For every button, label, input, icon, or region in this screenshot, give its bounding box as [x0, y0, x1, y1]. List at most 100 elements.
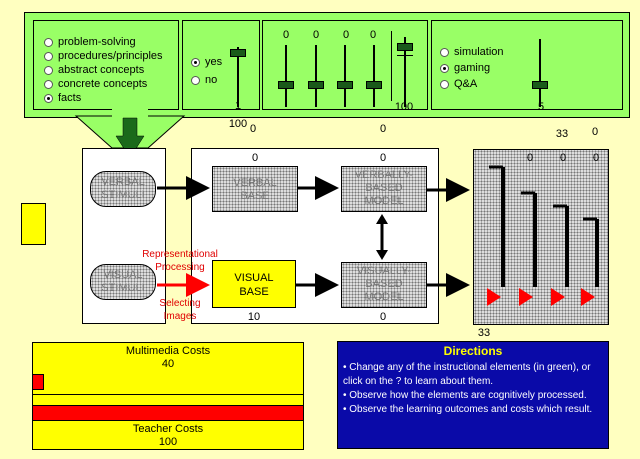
- radio-label: yes: [205, 56, 223, 68]
- visual-model-label: VISUALLY-BASED MODEL: [356, 265, 412, 303]
- slider-thumb-2[interactable]: [308, 81, 324, 89]
- verbal-base-box[interactable]: VERBAL BASE: [212, 166, 298, 212]
- radio-procedures[interactable]: procedures/principles: [44, 49, 163, 63]
- slider-track-total[interactable]: [404, 37, 406, 107]
- radio-concrete-concepts[interactable]: concrete concepts: [44, 77, 163, 91]
- radio-label: procedures/principles: [58, 50, 163, 62]
- readout-out-33: 33: [555, 128, 569, 140]
- radio-yes[interactable]: yes: [191, 55, 222, 69]
- directions-title: Directions: [443, 344, 503, 358]
- verbal-base-value: 0: [251, 152, 259, 164]
- representational-processing-label: Representational Processing: [132, 248, 228, 274]
- representational-processing-text: Representational Processing: [142, 249, 218, 273]
- callout-arrow: [74, 108, 186, 159]
- cost-panel: [32, 342, 304, 450]
- slider-value-4: 0: [369, 29, 377, 41]
- directions-panel: Directions • Change any of the instructi…: [337, 341, 609, 449]
- arrow-model-link-down: [376, 250, 388, 260]
- yes-no-slider-thumb[interactable]: [230, 49, 246, 57]
- readout-out-0: 0: [591, 126, 599, 138]
- radio-indicator[interactable]: [44, 37, 53, 47]
- outcome-value-1: 0: [526, 152, 534, 164]
- outcome-bottom-value: 33: [477, 327, 491, 339]
- method-slider-track[interactable]: [539, 39, 541, 107]
- radio-indicator[interactable]: [440, 79, 449, 89]
- outcome-value-2: 0: [559, 152, 567, 164]
- radio-problem-solving[interactable]: problem-solving: [44, 35, 163, 49]
- yes-no-group: yes no 1: [182, 20, 260, 112]
- visual-stimuli[interactable]: VISUAL STIMULI: [90, 264, 156, 300]
- verbal-model-box[interactable]: VERBALLY-BASED MODEL: [341, 166, 427, 212]
- radio-indicator[interactable]: [191, 57, 200, 67]
- slider-track-2[interactable]: [315, 45, 317, 107]
- radio-label: simulation: [454, 46, 504, 58]
- radio-label: gaming: [454, 62, 491, 74]
- verbal-model-value: 0: [379, 152, 387, 164]
- radio-label: concrete concepts: [58, 78, 148, 90]
- direction-item-3: • Observe the learning outcomes and cost…: [343, 404, 593, 415]
- visual-base-box[interactable]: VISUAL BASE: [212, 260, 296, 308]
- outcome-bars: [487, 165, 599, 306]
- visual-model-value: 0: [379, 311, 387, 323]
- visual-model-box[interactable]: VISUALLY-BASED MODEL: [341, 262, 427, 308]
- direction-item-2: • Observe how the elements are cognitive…: [343, 390, 587, 401]
- verbal-stimuli[interactable]: VERBAL STIMULI: [90, 171, 156, 207]
- media-slider-group: 0 0 0 0 100: [262, 20, 428, 113]
- outcome-value-3: 0: [592, 152, 600, 164]
- slider-thumb-1[interactable]: [278, 81, 294, 89]
- slider-track-1[interactable]: [285, 45, 287, 107]
- method-group: simulation gaming Q&A 5: [431, 20, 623, 113]
- slider-thumb-4[interactable]: [366, 81, 382, 89]
- slider-track-3[interactable]: [344, 45, 346, 107]
- slider-thumb-total-line: [397, 55, 413, 56]
- verbal-base-label: VERBAL BASE: [233, 177, 277, 202]
- slider-divider: [391, 31, 392, 101]
- yes-no-slider-value: 1: [234, 100, 242, 112]
- help-square[interactable]: [21, 203, 46, 245]
- radio-indicator[interactable]: [44, 51, 53, 61]
- yes-no-slider-track[interactable]: [237, 47, 239, 107]
- slider-total-value: 100: [394, 101, 414, 113]
- radio-gaming[interactable]: gaming: [440, 61, 504, 75]
- content-type-group: problem-solving procedures/principles ab…: [33, 20, 179, 110]
- multimedia-costs-value: 40: [161, 358, 175, 370]
- radio-no[interactable]: no: [191, 73, 222, 87]
- radio-indicator[interactable]: [44, 65, 53, 75]
- direction-item-1: • Change any of the instructional elemen…: [343, 362, 591, 387]
- multimedia-cost-bar: [32, 374, 44, 390]
- teacher-costs-label: Teacher Costs: [132, 423, 204, 435]
- slider-value-1: 0: [282, 29, 290, 41]
- selecting-images-text: Selecting Images: [159, 298, 201, 322]
- radio-indicator[interactable]: [440, 63, 449, 73]
- radio-label: problem-solving: [58, 36, 136, 48]
- slider-thumb-3[interactable]: [337, 81, 353, 89]
- cost-divider: [32, 394, 304, 395]
- slider-value-2: 0: [312, 29, 320, 41]
- slider-value-3: 0: [342, 29, 350, 41]
- radio-indicator[interactable]: [44, 79, 53, 89]
- teacher-cost-bar: [32, 405, 304, 421]
- outcome-marker-1: [487, 288, 501, 306]
- radio-abstract-concepts[interactable]: abstract concepts: [44, 63, 163, 77]
- visual-stimuli-label: VISUAL STIMULI: [101, 269, 145, 294]
- radio-indicator[interactable]: [44, 93, 53, 103]
- radio-simulation[interactable]: simulation: [440, 45, 504, 59]
- radio-facts[interactable]: facts: [44, 91, 163, 105]
- method-slider-thumb[interactable]: [532, 81, 548, 89]
- visual-base-value: 10: [247, 311, 261, 323]
- radio-label: no: [205, 74, 218, 86]
- radio-label: Q&A: [454, 78, 478, 90]
- radio-label: facts: [58, 92, 82, 104]
- slider-thumb-total[interactable]: [397, 43, 413, 51]
- radio-indicator[interactable]: [440, 47, 449, 57]
- outcome-marker-4: [581, 288, 595, 306]
- content-type-list: problem-solving procedures/principles ab…: [44, 35, 163, 105]
- radio-indicator[interactable]: [191, 75, 200, 85]
- visual-base-label: VISUAL BASE: [234, 272, 274, 298]
- arrow-model-link-up: [376, 214, 388, 224]
- radio-qa[interactable]: Q&A: [440, 77, 504, 91]
- outcome-marker-2: [519, 288, 533, 306]
- slider-track-4[interactable]: [373, 45, 375, 107]
- teacher-costs-value: 100: [158, 436, 178, 448]
